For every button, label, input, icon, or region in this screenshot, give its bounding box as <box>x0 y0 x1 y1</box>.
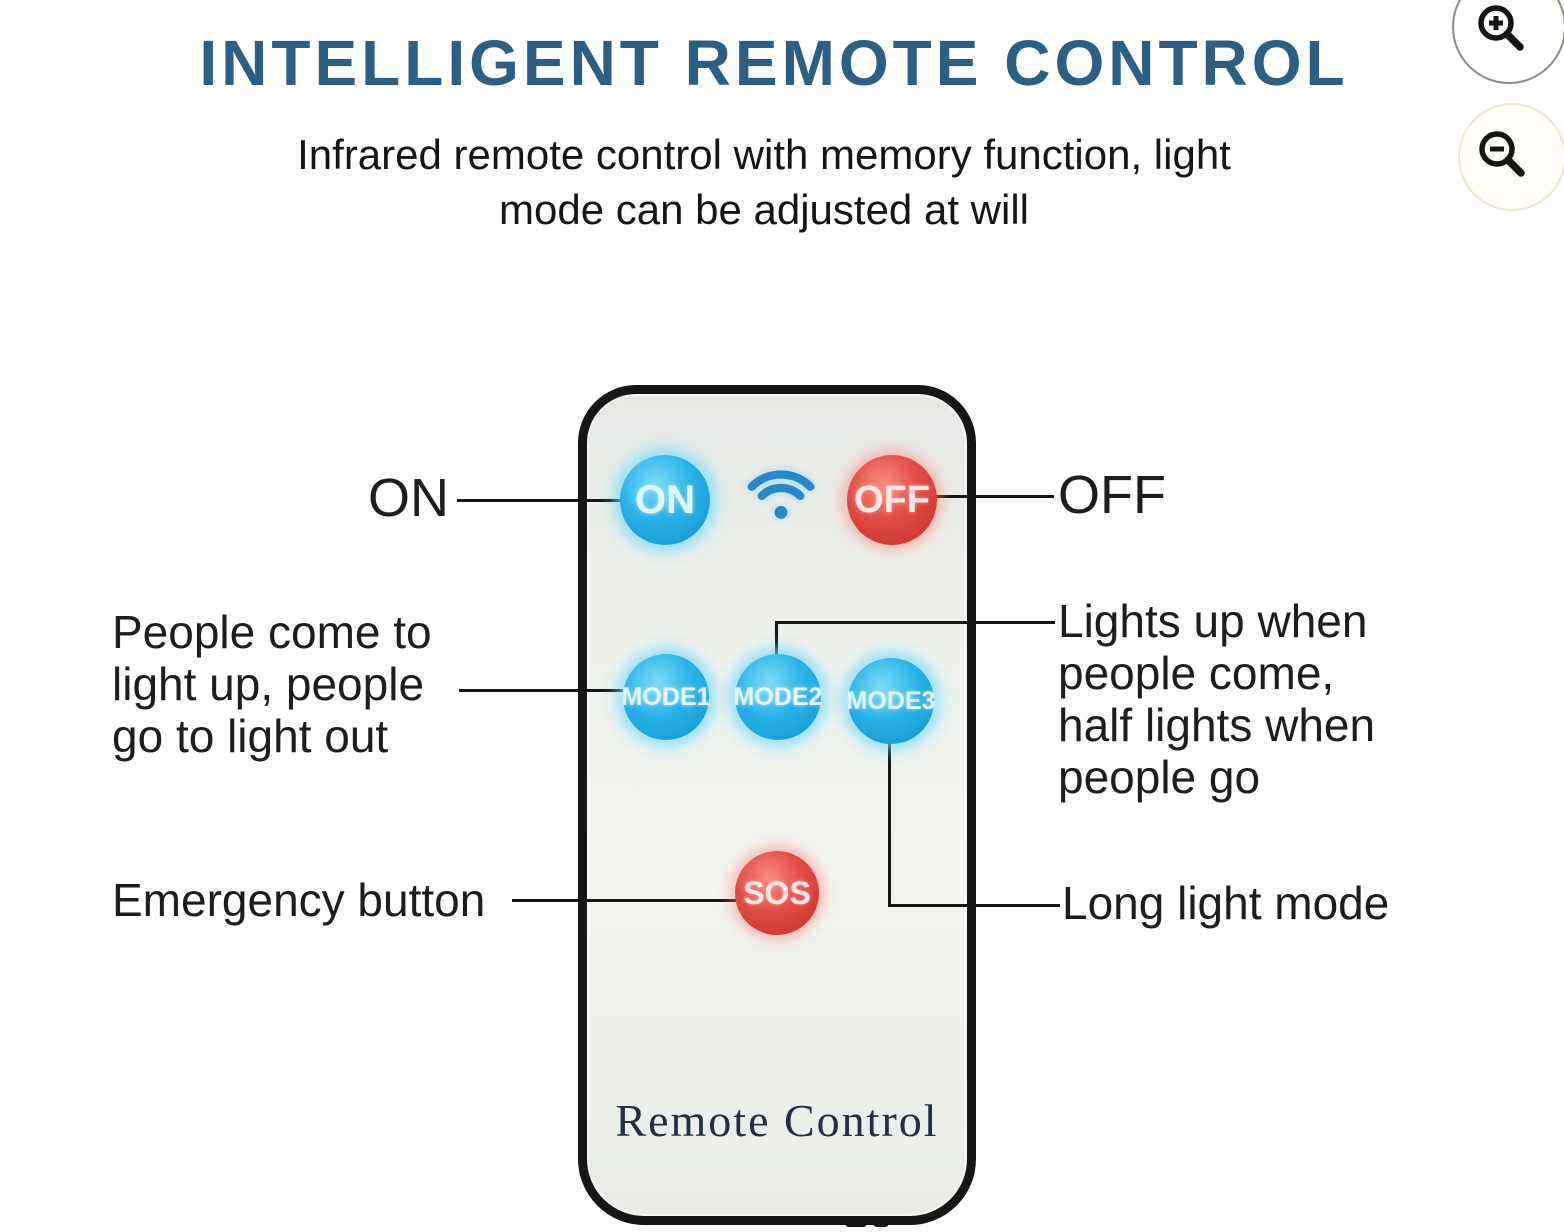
annotation-motion-mode-label: People come to light up, people go to li… <box>112 606 432 762</box>
remote-on-button: ON <box>620 455 710 545</box>
annotation-on-label: ON <box>368 468 449 528</box>
connector-line-sos <box>512 899 738 902</box>
connector-line-on <box>457 499 623 502</box>
page-title: INTELLIGENT REMOTE CONTROL <box>199 27 1349 99</box>
wifi-icon <box>747 470 815 519</box>
remote-off-button: OFF <box>847 455 937 545</box>
annotation-long-light-label: Long light mode <box>1062 877 1390 929</box>
remote-sos-button: SOS <box>735 851 819 935</box>
connector-line-mode3-horizontal <box>888 904 1060 907</box>
connector-line-mode3-vertical <box>888 741 891 907</box>
magnifier-plus-icon <box>1478 5 1524 51</box>
remote-bottom-nub <box>873 1218 889 1227</box>
connector-line-mode1 <box>459 689 627 692</box>
subtitle-text: Infrared remote control with memory func… <box>297 131 1231 233</box>
zoom-out-button[interactable] <box>1458 103 1564 211</box>
remote-mode2-button: MODE2 <box>734 654 822 740</box>
annotation-half-light-mode-label: Lights up when people come, half lights … <box>1058 595 1376 803</box>
connector-line-mode2-vertical <box>775 621 778 659</box>
connector-line-off <box>934 495 1054 498</box>
remote-brand-label: Remote Control <box>615 1095 939 1146</box>
annotation-off-label: OFF <box>1058 465 1166 525</box>
remote-bottom-nub <box>845 1218 867 1227</box>
annotation-emergency-label: Emergency button <box>112 874 486 926</box>
connector-line-mode2-horizontal <box>775 621 1055 624</box>
remote-mode3-button: MODE3 <box>847 658 935 744</box>
remote-body: ON OFF MODE1 MODE2 MODE3 SOS Remote Cont… <box>578 385 976 1225</box>
zoom-in-button[interactable] <box>1452 0 1564 84</box>
magnifier-minus-icon <box>1479 131 1525 177</box>
remote-mode1-button: MODE1 <box>622 654 710 740</box>
